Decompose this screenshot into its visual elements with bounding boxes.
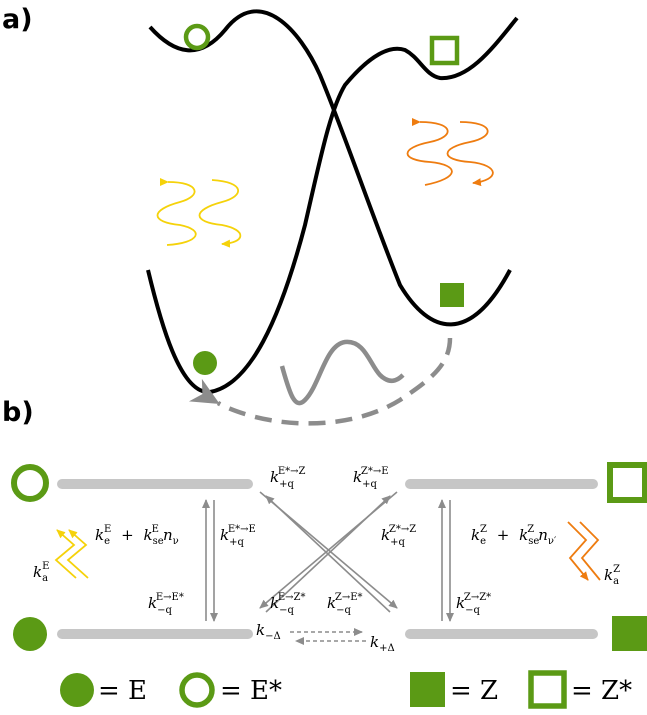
rate-q-EstarE: k+qE*→E [220,524,256,548]
legend-zstar-icon [528,670,567,709]
z-marker [440,283,464,307]
relaxation-wave-icon [279,339,405,406]
e-marker [193,351,217,375]
estar-state-icon [11,464,49,502]
legend-z-label: = Z [450,676,498,706]
rate-ka-E: kaE [33,561,49,584]
legend-e-label: = E [98,676,147,706]
orange-wave-icon [406,117,494,187]
rate-q-EstarZ: k+qE*→Z [270,466,306,490]
excited-z-curve [146,16,519,394]
yellow-zigzag-icon [54,529,89,579]
panel-b-label: b) [2,397,34,428]
relaxation-dashed-arrow [188,337,453,426]
zstar-state-icon [607,462,647,503]
rate-plus-delta: k+Δ [370,633,395,654]
e-state-icon [13,617,47,651]
legend-zstar-label: = Z* [571,676,632,706]
legend-estar-icon [179,672,215,708]
arrow-e-to-zstar [265,495,391,613]
z-state-icon [612,616,647,651]
estar-marker [183,23,211,51]
panel-a-label: a) [2,4,33,35]
orange-zigzag-icon [567,521,601,581]
rate-q-ZZstar: k−qZ→Z* [456,592,491,616]
legend-e-icon [60,673,94,707]
rate-q-EEstar: k−qE→E* [148,592,184,616]
yellow-wave-icon [156,177,242,248]
rate-q-ZstarE: k+qZ*→E [353,466,389,490]
legend-z-icon [410,672,445,707]
rate-q-ZstarZ: k+qZ*→Z [381,524,416,548]
legend-estar-label: = E* [220,676,282,706]
excited-e-curve [148,9,512,327]
rate-ka-Z: kaZ [604,564,620,587]
rate-q-EZstar: k−qE→Z* [270,592,306,616]
rate-q-ZEstar: k−qZ→E* [327,592,363,616]
rate-minus-delta: k−Δ [256,621,281,642]
zstar-marker [429,35,460,66]
